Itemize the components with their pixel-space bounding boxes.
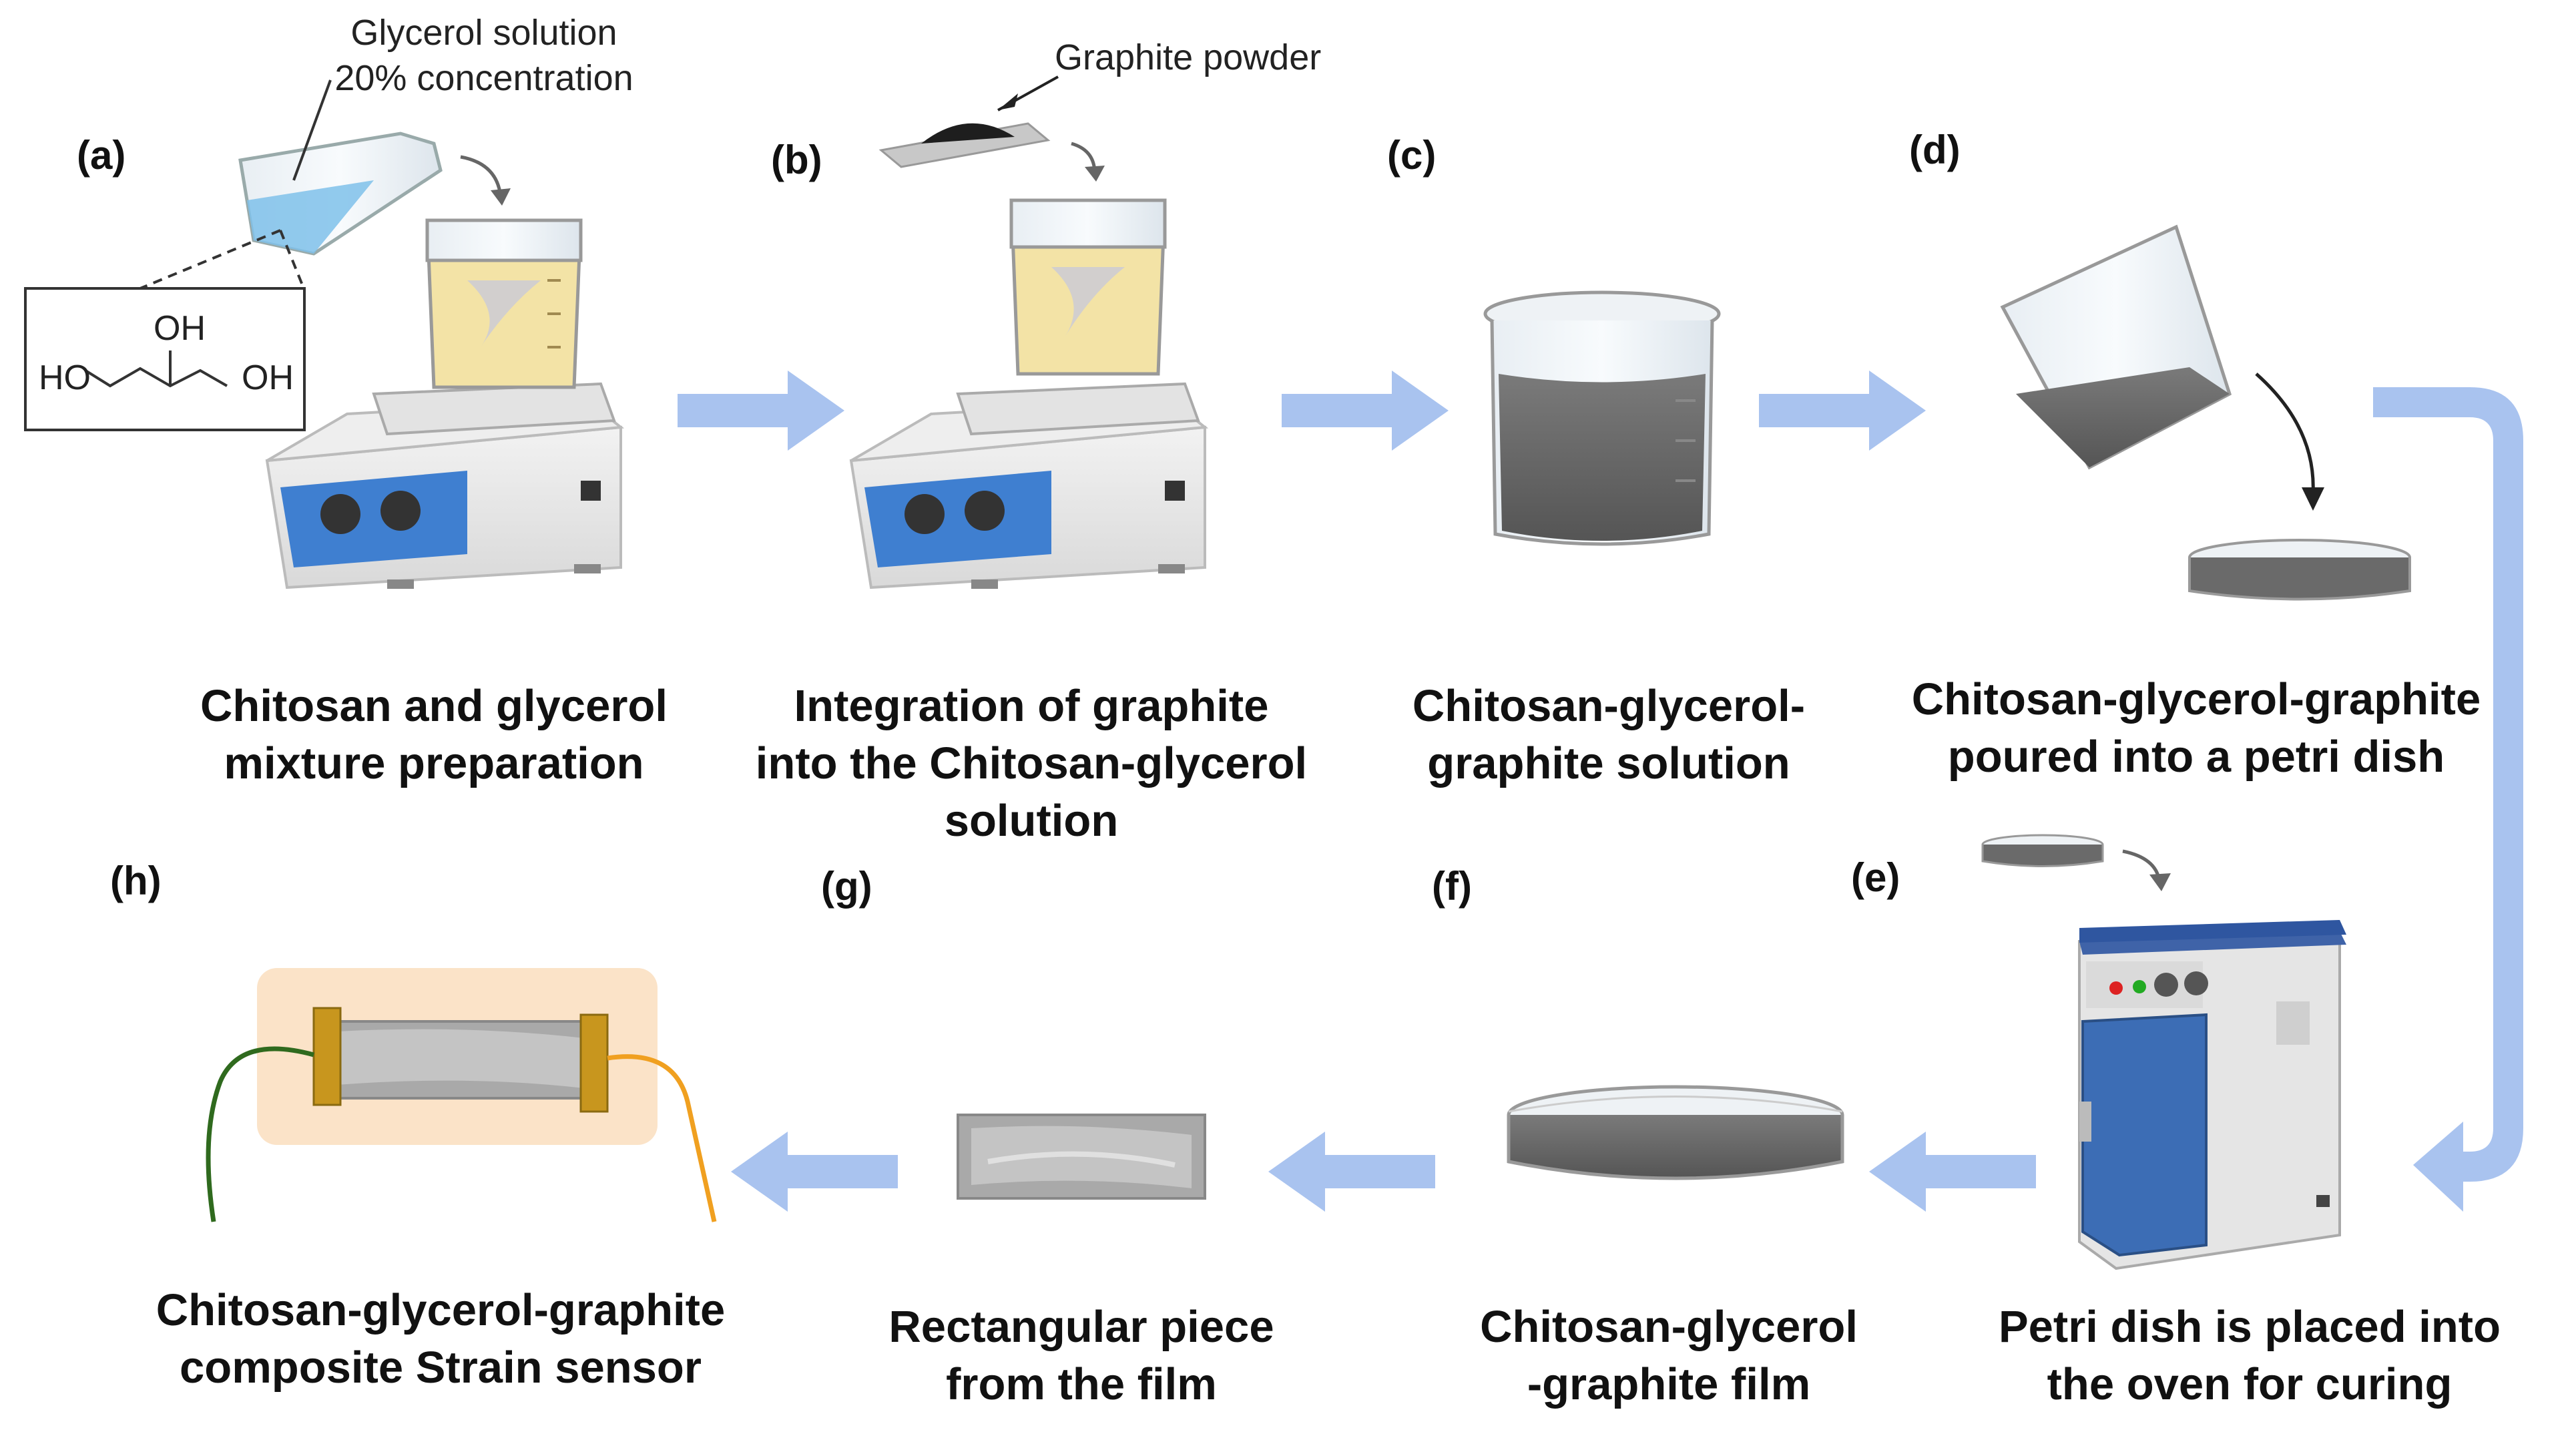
caption-e-line-2: the oven for curing [2047,1359,2453,1409]
film-piece-g [957,1114,1206,1200]
molecule-label-oh-top: OH [154,309,206,348]
caption-g-line-2: from the film [946,1359,1217,1409]
flow-arrow-d-e [2373,387,2523,1212]
flow-arrow-a-b [678,371,844,451]
caption-f-line-1: Chitosan-glycerol [1480,1302,1858,1352]
beaker-grey-c [1483,290,1721,546]
graphite-annotation: Graphite powder [1055,37,1322,77]
petri-dish-d [2188,539,2411,601]
flow-arrow-c-d [1759,371,1926,451]
caption-c-line-1: Chitosan-glycerol- [1412,681,1806,731]
caption-c: Chitosan-glycerol- graphite solution [1358,678,1859,792]
panel-label-b: (b) [771,138,822,182]
beaker-yellow-b [1009,198,1167,376]
caption-h-line-2: composite Strain sensor [180,1343,702,1393]
wire-green [206,1046,314,1222]
hotplate-stirrer-a [265,382,625,589]
oven-e [2078,920,2346,1270]
caption-b-line-1: Integration of graphite [794,681,1269,731]
glycerol-flask [238,79,511,256]
graphite-powder-tray [878,75,1105,182]
hotplate-stirrer-b [849,382,1209,589]
petri-dish-e [1981,834,2171,891]
flow-arrow-b-c [1282,371,1449,451]
panel-label-h: (h) [110,859,162,903]
caption-b: Integration of graphite into the Chitosa… [728,678,1335,850]
caption-d-line-2: poured into a petri dish [1947,732,2445,782]
molecule-label-ho-left: HO [39,359,91,397]
caption-f: Chitosan-glycerol -graphite film [1415,1298,1922,1413]
glycerol-annotation-line-1: Glycerol solution [350,13,617,53]
flow-arrow-f-g [1268,1132,1435,1212]
caption-e-line-1: Petri dish is placed into [1998,1302,2501,1352]
panel-label-e: (e) [1851,855,1900,900]
caption-a-line-2: mixture preparation [224,738,644,788]
panel-label-a: (a) [77,133,126,178]
panel-label-d: (d) [1909,128,1961,172]
petri-dish-film-f [1507,1085,1844,1180]
caption-b-line-3: solution [944,796,1119,846]
caption-d: Chitosan-glycerol-graphite poured into a… [1876,671,2517,786]
caption-c-line-2: graphite solution [1427,738,1790,788]
strain-sensor-h [206,968,717,1222]
caption-g: Rectangular piece from the film [834,1298,1328,1413]
caption-b-line-2: into the Chitosan-glycerol [755,738,1308,788]
glycerol-annotation: Glycerol solution 20% concentration [304,10,664,101]
flow-arrow-e-f [1869,1132,2036,1212]
caption-f-line-2: -graphite film [1527,1359,1811,1409]
panel-label-f: (f) [1432,864,1472,909]
glycerol-annotation-line-2: 20% concentration [334,58,633,98]
wire-orange [607,1054,717,1222]
caption-h-line-1: Chitosan-glycerol-graphite [156,1285,726,1335]
panel-label-g: (g) [821,864,872,909]
caption-e: Petri dish is placed into the oven for c… [1943,1298,2557,1413]
beaker-yellow-a [425,218,583,389]
panel-label-c: (c) [1387,133,1437,178]
caption-d-line-1: Chitosan-glycerol-graphite [1911,674,2481,724]
caption-a: Chitosan and glycerol mixture preparatio… [154,678,714,792]
flow-arrow-g-h [731,1132,898,1212]
caption-g-line-1: Rectangular piece [888,1302,1274,1352]
molecule-label-oh-right: OH [242,359,294,397]
caption-a-line-1: Chitosan and glycerol [200,681,668,731]
caption-h: Chitosan-glycerol-graphite composite Str… [120,1282,761,1397]
beaker-pouring-d [2000,224,2324,511]
glycerol-molecule-box [24,229,306,431]
